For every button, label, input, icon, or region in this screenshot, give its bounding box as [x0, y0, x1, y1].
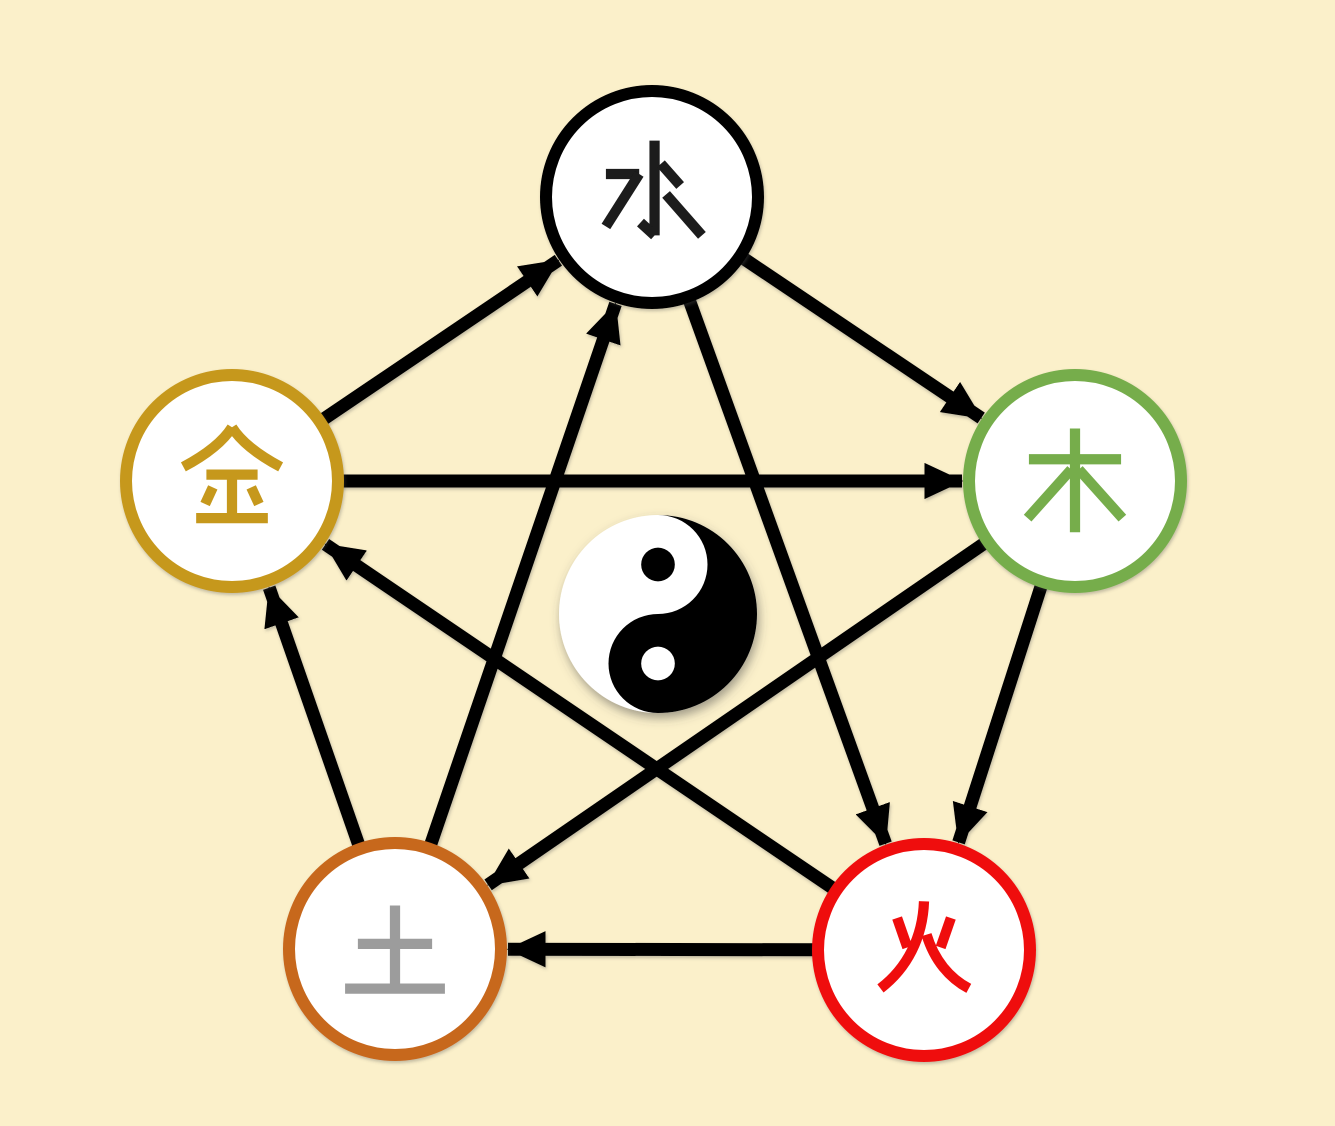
- yin-dot: [641, 547, 675, 582]
- arrow-water-fire: [682, 296, 892, 846]
- arrows-layer: [263, 251, 1049, 968]
- hanzi-earth: [345, 905, 445, 994]
- hanzi-metal: [180, 424, 284, 524]
- hanzi-water: [601, 140, 706, 240]
- arrow-earth-metal: [263, 585, 366, 850]
- node-circle-fire: [812, 838, 1036, 1062]
- node-wood: [963, 369, 1187, 593]
- node-fire: [812, 838, 1036, 1062]
- node-metal: [120, 369, 344, 593]
- arrow-wood-earth: [484, 536, 990, 891]
- hanzi-fire: [877, 901, 972, 993]
- arrow-fire-metal: [321, 539, 839, 895]
- node-water: [540, 85, 764, 309]
- arrow-metal-water: [317, 254, 563, 426]
- arrow-water-wood: [738, 251, 985, 424]
- yang-dot: [641, 646, 675, 681]
- arrow-fire-earth: [506, 931, 817, 968]
- hanzi-wood: [1023, 428, 1127, 533]
- yin-yang-icon: [559, 515, 757, 713]
- nodes-layer: [120, 85, 1187, 1062]
- arrow-wood-fire: [952, 581, 1049, 845]
- arrow-earth-water: [423, 301, 622, 849]
- node-earth: [283, 837, 507, 1061]
